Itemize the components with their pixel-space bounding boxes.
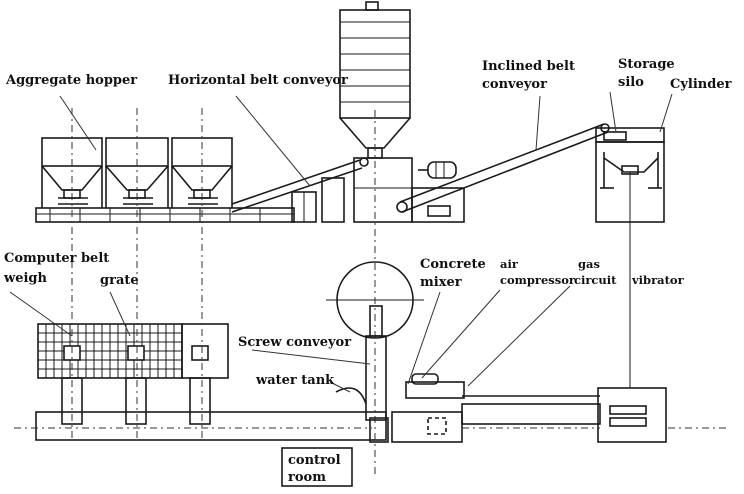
label-inclined-belt-1: Inclined belt bbox=[482, 59, 575, 74]
label-grate: grate bbox=[100, 273, 139, 288]
label-computer-belt-weigh-2: weigh bbox=[3, 271, 47, 286]
labels: Aggregate hopper Horizontal belt conveyo… bbox=[3, 57, 732, 485]
label-storage-silo-1: Storage bbox=[618, 57, 675, 72]
label-gas-circuit-2: circuit bbox=[574, 273, 617, 287]
water-tank bbox=[335, 387, 367, 405]
grate-mesh bbox=[38, 324, 182, 378]
horizontal-belt-conveyor bbox=[231, 157, 369, 223]
leader-lines bbox=[9, 91, 673, 393]
label-water-tank: water tank bbox=[255, 373, 335, 388]
label-computer-belt-weigh-1: Computer belt bbox=[4, 251, 109, 266]
label-screw-conveyor: Screw conveyor bbox=[238, 335, 351, 350]
plan-belt-conveyor bbox=[14, 411, 387, 441]
screw-conveyor bbox=[365, 335, 389, 443]
label-control-room-2: room bbox=[288, 470, 326, 485]
label-cylinder: Cylinder bbox=[670, 77, 732, 92]
label-vibrator: vibrator bbox=[631, 273, 685, 287]
label-air-compressor-1: air bbox=[500, 257, 519, 271]
hopper-base-frame bbox=[35, 207, 295, 223]
control-room bbox=[281, 447, 353, 487]
central-silo-tower bbox=[339, 1, 465, 223]
storage-silo-plan bbox=[597, 387, 667, 443]
label-concrete-mixer-1: Concrete bbox=[420, 257, 486, 272]
label-aggregate-hopper: Aggregate hopper bbox=[5, 73, 137, 88]
label-storage-silo-2: silo bbox=[618, 75, 644, 90]
grate-hoppers bbox=[37, 323, 229, 425]
label-concrete-mixer-2: mixer bbox=[420, 275, 462, 290]
label-control-room-1: control bbox=[288, 453, 341, 468]
motor bbox=[418, 161, 457, 179]
label-horizontal-belt-conveyor: Horizontal belt conveyor bbox=[168, 73, 348, 88]
air-compressor bbox=[391, 373, 465, 443]
label-inclined-belt-2: conveyor bbox=[482, 77, 547, 92]
label-air-compressor-2: compressor bbox=[500, 273, 576, 287]
discharge-belt bbox=[461, 395, 728, 429]
plan-view bbox=[14, 108, 728, 487]
label-gas-circuit-1: gas bbox=[578, 257, 600, 271]
